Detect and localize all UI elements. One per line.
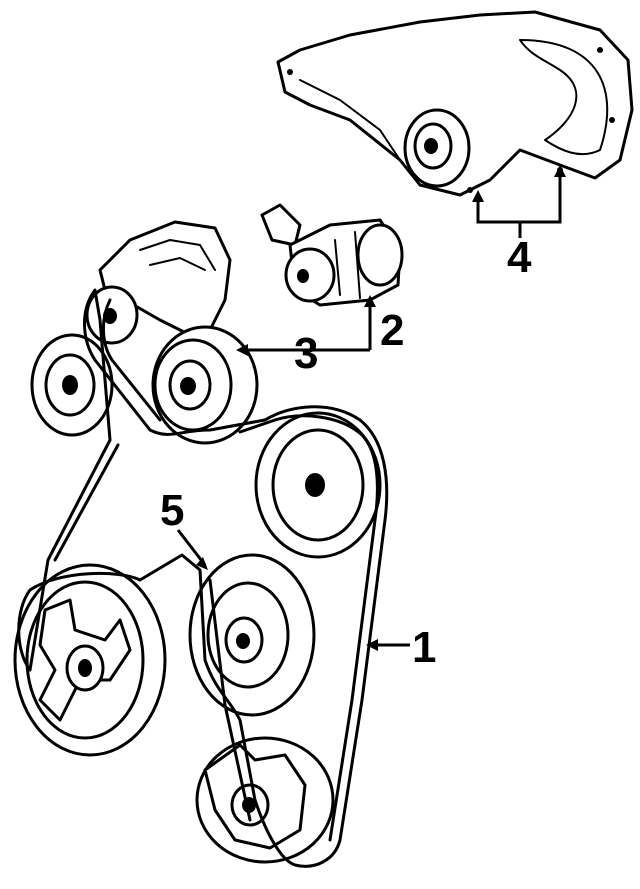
callout-5: 5 (160, 486, 184, 535)
crankshaft-pulley (13, 563, 167, 757)
callout-2: 2 (380, 306, 404, 355)
serpentine-belt (17, 288, 389, 868)
belt-tensioner (260, 203, 404, 307)
water-pump-pulley (254, 411, 382, 559)
leader-lines (176, 165, 566, 651)
callout-3: 3 (294, 329, 318, 378)
water-pump-housing (276, 10, 634, 197)
ac-compressor-pulley (195, 736, 335, 864)
idler-pulley (151, 325, 259, 445)
callout-1: 1 (412, 623, 436, 672)
center-idler-pulley (188, 553, 316, 717)
callout-4: 4 (507, 233, 532, 282)
power-steering-pulley (30, 333, 114, 437)
